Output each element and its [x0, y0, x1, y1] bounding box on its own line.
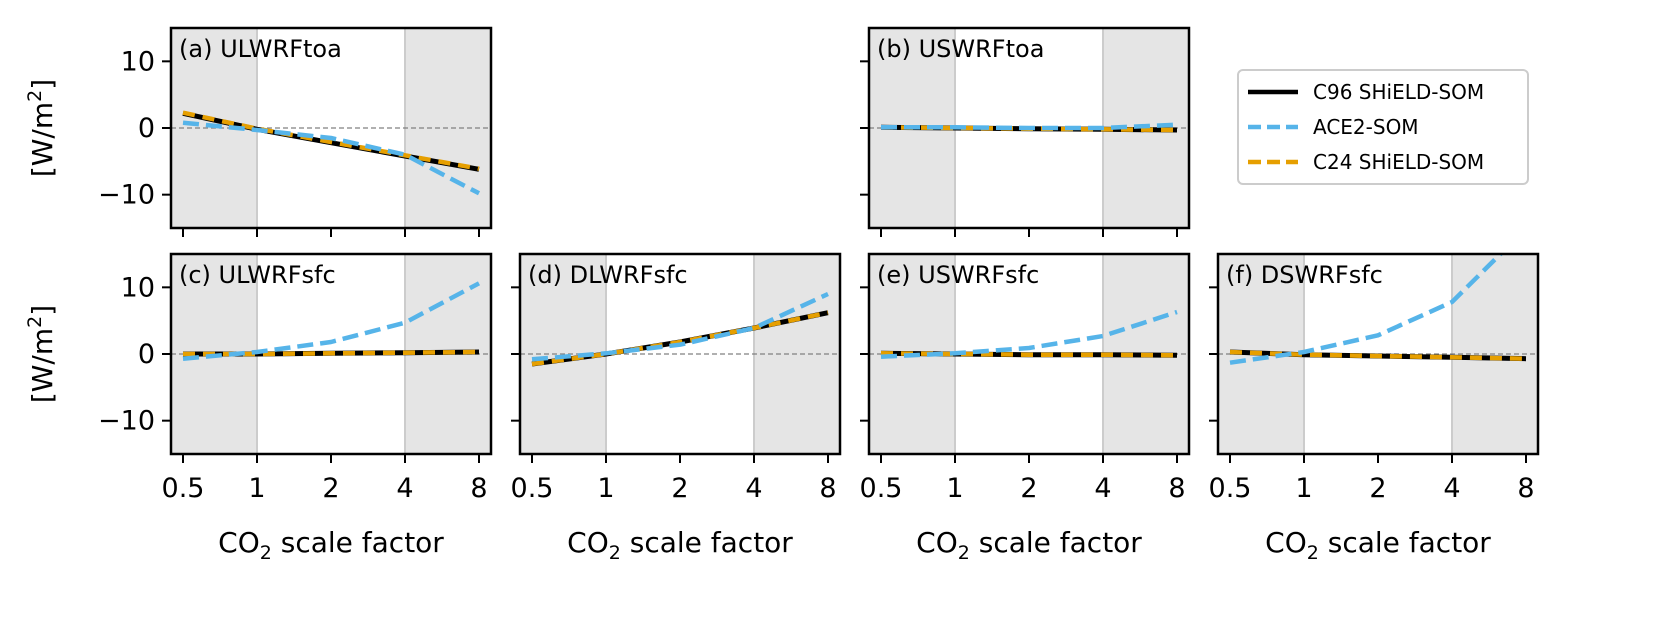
- series-line-ace2-som: [182, 281, 481, 361]
- legend-box: [1237, 69, 1529, 185]
- x-tick-label: 1: [248, 473, 265, 504]
- x-tick-label: 8: [819, 473, 836, 504]
- x-tick-label: 2: [1020, 473, 1037, 504]
- x-axis-label: CO2 scale factor: [567, 526, 793, 564]
- y-tick-label: −10: [98, 180, 155, 211]
- x-tick-label: 4: [396, 473, 413, 504]
- series-line-c24-shield-som: [880, 351, 1178, 358]
- x-tick-label: 8: [1168, 473, 1185, 504]
- x-tick-label: 1: [946, 473, 963, 504]
- panel-title: (c) ULWRFsfc: [179, 261, 336, 289]
- panel-title: (f) DSWRFsfc: [1226, 261, 1383, 289]
- panel-title: (a) ULWRFtoa: [179, 35, 342, 63]
- y-axis-label: [W/m2]: [24, 305, 59, 403]
- x-tick-label: 0.5: [511, 473, 554, 504]
- x-tick-label: 0.5: [162, 473, 205, 504]
- series-line-ace2-som: [182, 120, 481, 196]
- x-tick-label: 4: [745, 473, 762, 504]
- x-tick-label: 4: [1094, 473, 1111, 504]
- panel-b: (b) USWRFtoa: [860, 26, 1191, 237]
- x-tick-label: 8: [1517, 473, 1534, 504]
- x-axis-label: CO2 scale factor: [916, 526, 1142, 564]
- legend-label: C24 SHiELD-SOM: [1313, 150, 1484, 174]
- series-line-c24-shield-som: [183, 349, 480, 357]
- y-axis-label: [W/m2]: [24, 79, 59, 177]
- panel-title: (d) DLWRFsfc: [528, 261, 688, 289]
- panel-a: −10 0 10 (a) ULWRFtoa [W/m2]: [24, 26, 493, 237]
- panel-title: (e) USWRFsfc: [877, 261, 1039, 289]
- series-line-ace2-som: [881, 122, 1178, 131]
- x-tick-label: 1: [597, 473, 614, 504]
- panel-title: (b) USWRFtoa: [877, 35, 1044, 63]
- series-line-ace2-som: [880, 309, 1178, 359]
- legend: C96 SHiELD-SOM ACE2-SOM C24 SHiELD-SOM: [1237, 69, 1529, 185]
- x-tick-label: 2: [1369, 473, 1386, 504]
- x-tick-label: 4: [1443, 473, 1460, 504]
- x-tick-label: 2: [671, 473, 688, 504]
- y-tick-label: 0: [138, 339, 155, 370]
- x-tick-label: 2: [322, 473, 339, 504]
- y-tick-label: 0: [138, 113, 155, 144]
- y-tick-label: 10: [121, 272, 155, 303]
- series-line-ace2-som: [531, 291, 829, 362]
- legend-label: ACE2-SOM: [1313, 115, 1419, 139]
- x-tick-label: 1: [1295, 473, 1312, 504]
- x-tick-label: 0.5: [860, 473, 903, 504]
- legend-label: C96 SHiELD-SOM: [1313, 80, 1484, 104]
- x-tick-label: 0.5: [1209, 473, 1252, 504]
- series-line-c24-shield-som: [182, 110, 480, 171]
- x-tick-label: 8: [470, 473, 487, 504]
- series-line-ace2-som: [1229, 254, 1504, 365]
- x-axis-label: CO2 scale factor: [1265, 526, 1491, 564]
- y-tick-label: 10: [121, 46, 155, 77]
- y-tick-label: −10: [98, 406, 155, 437]
- x-axis-label: CO2 scale factor: [218, 526, 444, 564]
